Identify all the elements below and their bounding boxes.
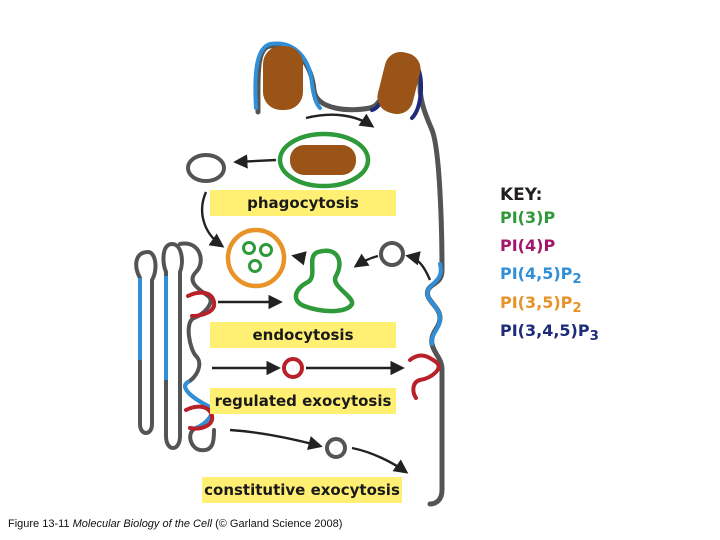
golgi-trans-network xyxy=(178,241,216,453)
legend-title: KEY: xyxy=(500,185,543,205)
legend-entry-subscript: 2 xyxy=(572,300,582,316)
arrow-phagocytosis-down xyxy=(200,191,225,248)
legend-entry-text: PI(3,5)P xyxy=(500,292,573,312)
golgi-blue-segment xyxy=(183,380,214,430)
phagocytosis-vesicle xyxy=(186,153,226,183)
endocytosis-label: endocytosis xyxy=(210,322,396,348)
golgi-cisterna-outer xyxy=(134,249,158,435)
arrow-particle-to-phagosome xyxy=(305,113,375,128)
early-endosome-pi3p xyxy=(293,248,355,314)
pi45p2-right-membrane xyxy=(425,262,443,346)
mvb-internal-vesicle-2 xyxy=(259,243,273,257)
legend-entry-pi3p: PI(3)P xyxy=(500,207,599,235)
legend-entry-text: PI(4)P xyxy=(500,236,556,256)
phagosome-particle xyxy=(290,145,356,175)
arrow-small-vesicle-to-endosome xyxy=(353,253,379,268)
legend-entry-subscript: 3 xyxy=(589,328,599,344)
legend-entry-text: PI(4,5)P xyxy=(500,264,573,284)
caption-prefix: Figure 13-11 xyxy=(8,518,73,530)
arrow-constitutive-vesicle-to-membrane xyxy=(351,446,409,474)
caption-suffix: (© Garland Science 2008) xyxy=(212,518,343,530)
arrow-golgi-to-constitutive-vesicle xyxy=(229,428,323,450)
particle-cup-2 xyxy=(377,51,421,115)
arrow-endosome-to-mvb xyxy=(291,251,307,266)
endocytic-vesicle-small xyxy=(379,241,405,267)
mvb-internal-vesicle-3 xyxy=(248,259,262,273)
figure-caption: Figure 13-11 Molecular Biology of the Ce… xyxy=(8,518,342,530)
regulated-exocytosis-label: regulated exocytosis xyxy=(210,388,396,414)
constitutive-exocytosis-label: constitutive exocytosis xyxy=(202,477,402,503)
golgi-cisterna-inner xyxy=(161,241,184,450)
constitutive-vesicle xyxy=(325,437,347,459)
regulated-secretory-vesicle xyxy=(282,357,304,379)
pi4p-right-membrane-fusion xyxy=(408,353,441,400)
legend-entry-subscript: 2 xyxy=(572,272,582,288)
phagocytosis-label: phagocytosis xyxy=(210,190,396,216)
arrow-membrane-to-small-vesicle xyxy=(405,251,432,281)
legend-entry-pi45p2: PI(4,5)P2 xyxy=(500,263,599,291)
multivesicular-body xyxy=(225,227,287,289)
legend: KEY: PI(3)P PI(4)P PI(4,5)P2 PI(3,5)P2 P… xyxy=(500,184,599,348)
legend-entry-pi35p2: PI(3,5)P2 xyxy=(500,292,599,320)
legend-entry-pi4p: PI(4)P xyxy=(500,235,599,263)
legend-entry-text: PI(3,4,5)P xyxy=(500,320,590,340)
arrow-phagosome-to-vesicle xyxy=(233,154,277,169)
legend-entry-pi345p3: PI(3,4,5)P3 xyxy=(500,320,599,348)
legend-entry-text: PI(3)P xyxy=(500,208,556,227)
golgi-red-bud-1 xyxy=(186,290,217,318)
caption-book-title: Molecular Biology of the Cell xyxy=(72,518,213,530)
phagosome xyxy=(277,131,371,189)
particle-cup-1 xyxy=(263,46,303,110)
golgi-red-bud-2 xyxy=(184,404,215,431)
mvb-internal-vesicle-1 xyxy=(242,241,256,255)
